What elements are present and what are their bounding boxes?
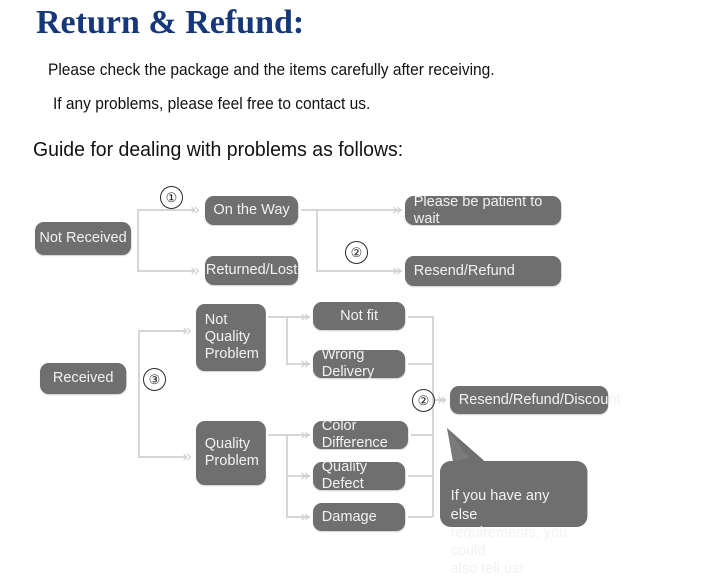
arrow-to-wrong-delivery: » — [300, 354, 311, 374]
connector-nqp-bracket — [286, 316, 288, 364]
arrow-to-resend-refund: » — [392, 261, 403, 281]
instruction-line-2: If any problems, please feel free to con… — [53, 95, 371, 113]
instruction-line-1: Please check the package and the items c… — [48, 61, 495, 79]
arrow-to-quality-problem: » — [182, 447, 193, 467]
connector-nqp-to-wrong-delivery — [286, 363, 310, 365]
connector-merge-not-fit — [408, 316, 432, 318]
connector-received-bracket — [138, 330, 140, 458]
connector-merge-damage — [408, 516, 432, 518]
arrow-to-damage: » — [300, 507, 311, 527]
connector-received-bottom — [138, 456, 186, 458]
connector-merge-color-difference — [411, 434, 432, 436]
node-resend-refund: Resend/Refund — [405, 256, 562, 286]
callout-bubble: If you have any else requirements, you c… — [440, 461, 588, 577]
connector-returned-lost-out — [316, 270, 402, 272]
connector-merge-rail — [432, 316, 434, 517]
arrow-to-quality-defect: » — [300, 466, 311, 486]
connector-qp-to-damage — [286, 516, 310, 518]
arrow-to-returned-lost: » — [190, 261, 201, 281]
node-not-fit: Not fit — [313, 302, 406, 330]
arrow-to-resend-refund-discount: » — [437, 390, 448, 410]
connector-not-received-top — [137, 209, 194, 211]
guide-heading: Guide for dealing with problems as follo… — [33, 138, 404, 161]
connector-qp-to-quality-defect — [286, 475, 310, 477]
connector-not-received-bottom — [137, 270, 194, 272]
flowchart: Not Received » » ① On the Way Returned/L… — [35, 186, 620, 577]
page-title: Return & Refund: — [36, 4, 305, 41]
arrow-to-color-difference: » — [300, 425, 311, 445]
marker-1: ① — [160, 186, 183, 209]
node-damage: Damage — [313, 503, 406, 531]
arrow-to-not-quality-problem: » — [182, 321, 193, 341]
node-color-difference: Color Difference — [313, 417, 409, 451]
connector-qp-to-color-difference — [286, 434, 310, 436]
connector-merge-out — [432, 399, 446, 401]
node-resend-refund-discount: Resend/Refund/Discount — [450, 386, 620, 414]
node-quality-problem: Quality Problem — [196, 421, 266, 485]
connector-merge-wrong-delivery — [408, 363, 432, 365]
node-returned-lost: Returned/Lost — [205, 256, 299, 285]
connector-merge-quality-defect — [408, 475, 432, 477]
node-wrong-delivery: Wrong Delivery — [313, 346, 406, 380]
marker-3: ③ — [143, 368, 166, 391]
connector-qp-in — [268, 434, 286, 436]
connector-not-received-bracket — [137, 209, 139, 272]
connector-returned-lost-rail — [316, 209, 318, 271]
connector-received-top — [138, 330, 186, 332]
node-not-quality-problem: Not Quality Problem — [196, 304, 266, 371]
arrow-to-please-wait: » — [392, 200, 403, 220]
node-please-be-patient: Please be patient to wait — [405, 193, 562, 226]
return-refund-infographic: Return & Refund: Please check the packag… — [33, 4, 620, 577]
node-not-received: Not Received — [35, 222, 132, 255]
node-received: Received — [40, 363, 127, 394]
marker-2-bottom: ② — [412, 389, 435, 412]
arrow-to-on-the-way: » — [190, 200, 201, 220]
connector-nqp-in — [268, 316, 286, 318]
marker-2-top: ② — [345, 241, 368, 264]
connector-nqp-to-not-fit — [286, 316, 310, 318]
node-quality-defect: Quality Defect — [313, 458, 406, 492]
connector-on-the-way-out — [301, 209, 402, 211]
node-on-the-way: On the Way — [205, 196, 299, 225]
arrow-to-not-fit: » — [300, 307, 311, 327]
